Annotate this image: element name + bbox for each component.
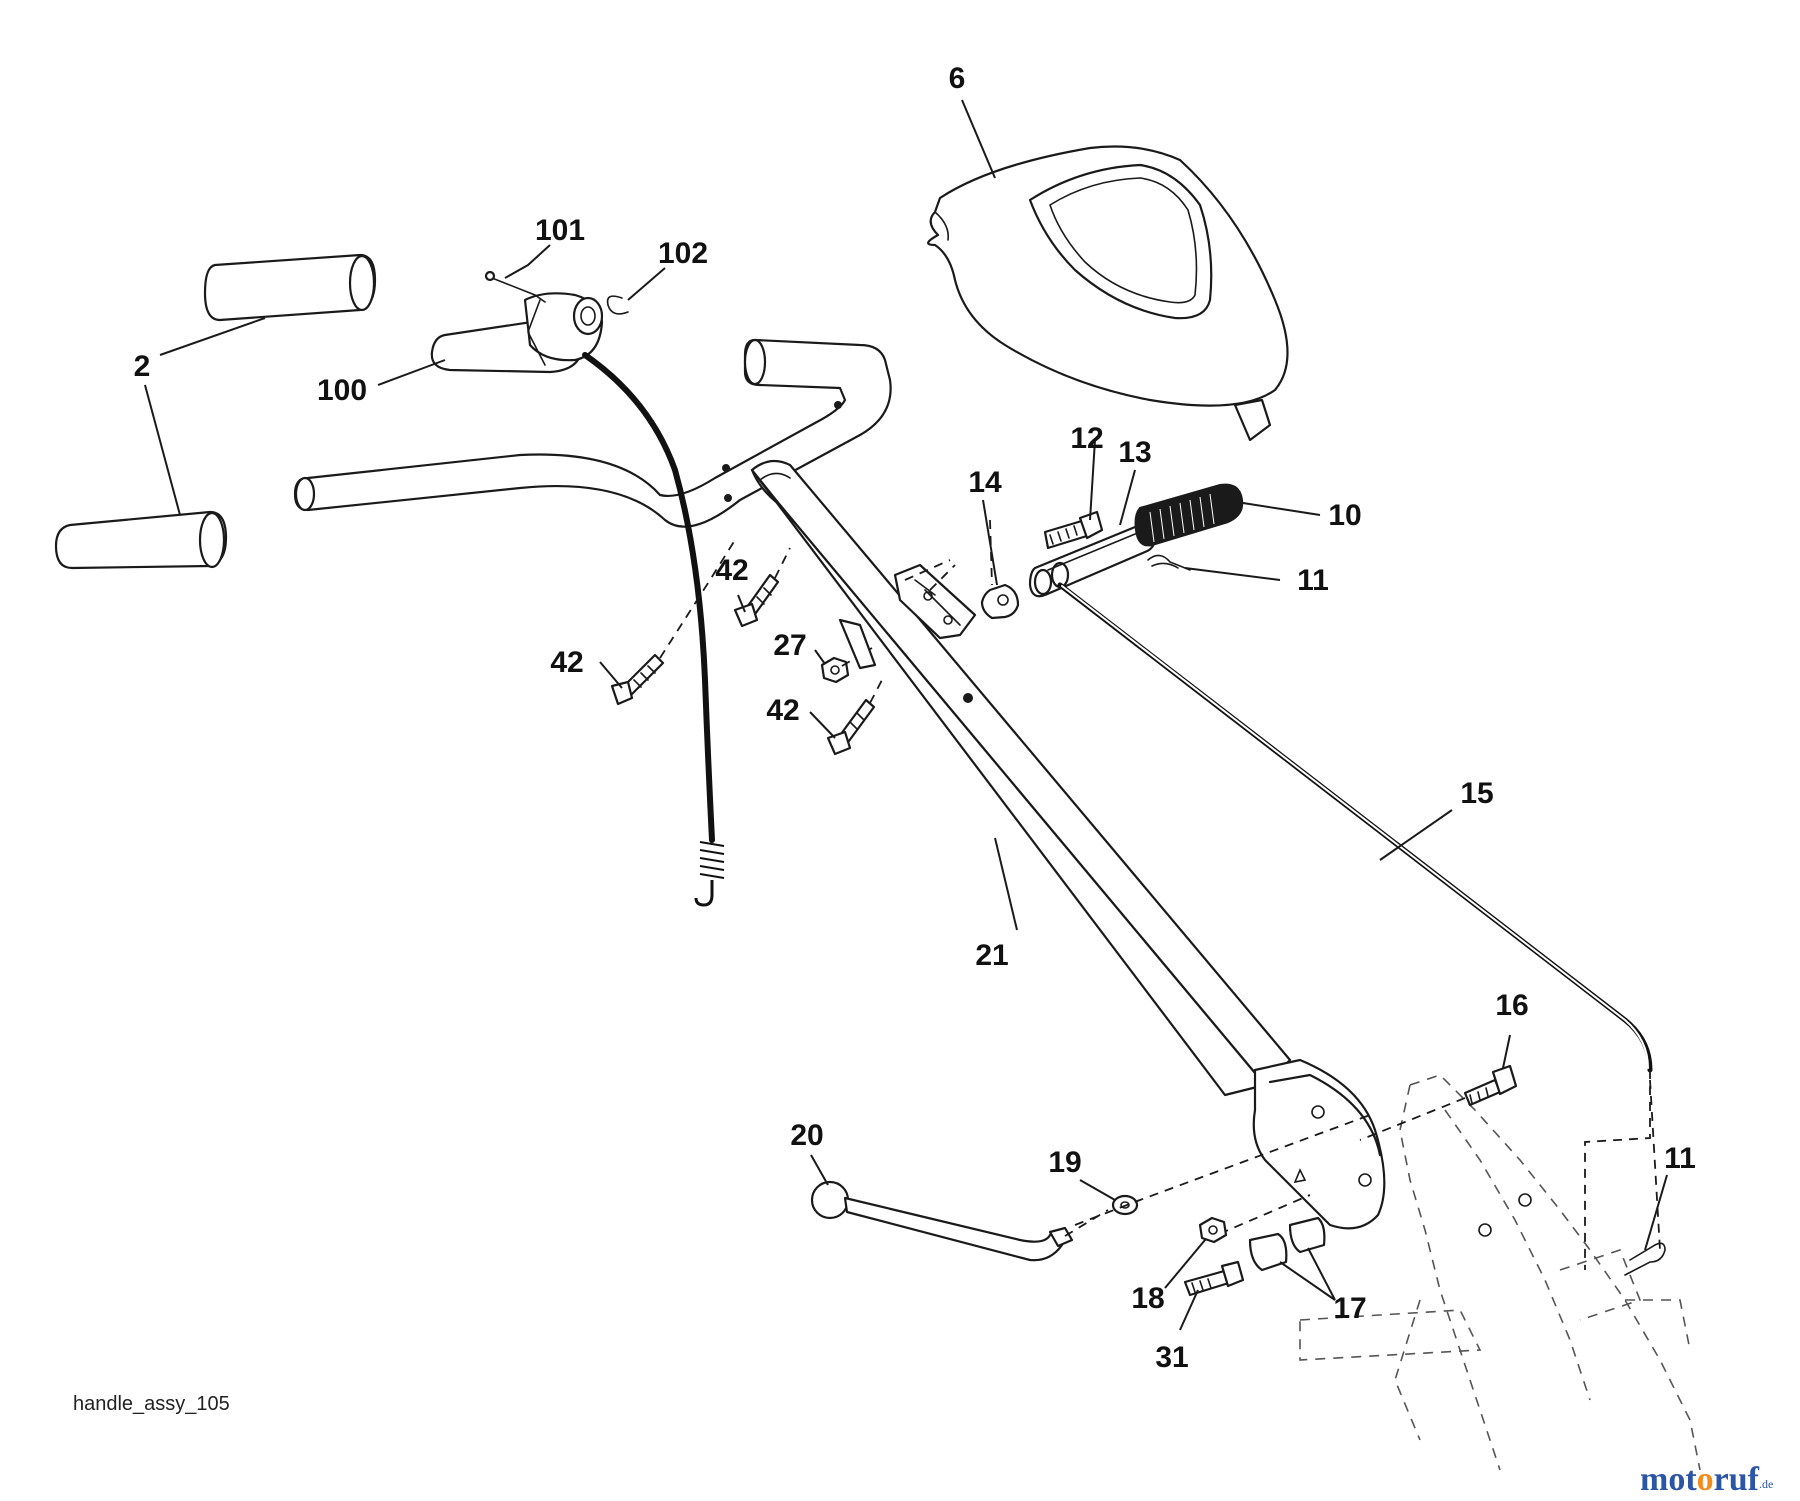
bolt-16 bbox=[1359, 1064, 1518, 1141]
callout-10: 10 bbox=[1328, 499, 1361, 532]
callout-15: 15 bbox=[1460, 777, 1493, 810]
callout-42-middle: 42 bbox=[715, 554, 748, 587]
main-handle-tube bbox=[750, 459, 1292, 1097]
callout-19: 19 bbox=[1048, 1146, 1081, 1179]
callout-labels: 6 101 102 2 100 12 13 14 10 11 42 27 42 … bbox=[134, 62, 1696, 1374]
leader-lines bbox=[144, 99, 1668, 1331]
callout-102: 102 bbox=[658, 237, 708, 270]
callout-11-lower: 11 bbox=[1664, 1142, 1696, 1175]
callout-27: 27 bbox=[773, 629, 806, 662]
shift-rod bbox=[810, 1180, 1109, 1262]
knob-grip-10 bbox=[1134, 483, 1244, 547]
handlebar bbox=[293, 338, 892, 528]
pad-17b bbox=[1288, 1216, 1326, 1254]
pad-17a bbox=[1248, 1232, 1288, 1272]
spacer bbox=[980, 519, 1020, 620]
svg-text:motoruf.de: motoruf.de bbox=[1640, 1461, 1773, 1498]
callout-101: 101 bbox=[535, 214, 585, 247]
watermark-logo: motoruf.de bbox=[1640, 1461, 1773, 1498]
tiller-frame-outline bbox=[1299, 1074, 1701, 1471]
callout-42-left: 42 bbox=[550, 646, 583, 679]
callout-42-lower: 42 bbox=[766, 694, 799, 727]
hand-grip-lower bbox=[54, 510, 228, 570]
hairpin-clip-upper bbox=[1147, 554, 1191, 571]
callout-31: 31 bbox=[1155, 1341, 1188, 1374]
callout-21: 21 bbox=[975, 939, 1008, 972]
bolt-42-lower bbox=[826, 679, 883, 756]
callout-11-upper: 11 bbox=[1297, 564, 1329, 597]
callout-12: 12 bbox=[1070, 422, 1103, 455]
pivot-pin bbox=[484, 270, 546, 303]
diagram-caption: handle_assy_105 bbox=[73, 1393, 230, 1415]
hairpin-clip-lower bbox=[1624, 1242, 1666, 1276]
nut-27 bbox=[820, 618, 877, 684]
callout-20: 20 bbox=[790, 1119, 823, 1152]
throttle-control bbox=[430, 292, 604, 374]
throttle-cable bbox=[582, 352, 725, 907]
callout-2: 2 bbox=[134, 350, 151, 383]
callout-16: 16 bbox=[1495, 989, 1528, 1022]
callout-100: 100 bbox=[317, 374, 367, 407]
bolt-42-middle bbox=[733, 547, 791, 628]
bolt-12 bbox=[1043, 510, 1104, 550]
handle-bracket bbox=[1252, 1058, 1386, 1230]
control-bracket bbox=[893, 559, 977, 640]
bolt-31 bbox=[1183, 1260, 1245, 1297]
callout-6: 6 bbox=[949, 62, 966, 95]
e-clip bbox=[606, 295, 629, 315]
callout-18: 18 bbox=[1131, 1282, 1164, 1315]
bolt-42-left bbox=[610, 539, 736, 706]
callout-13: 13 bbox=[1118, 436, 1151, 469]
console-cover bbox=[927, 145, 1289, 442]
nut-18 bbox=[1198, 1216, 1228, 1244]
hand-grip-upper bbox=[203, 253, 377, 322]
callout-14: 14 bbox=[968, 466, 1002, 499]
callout-17: 17 bbox=[1333, 1292, 1366, 1325]
control-rod bbox=[1057, 582, 1661, 1270]
